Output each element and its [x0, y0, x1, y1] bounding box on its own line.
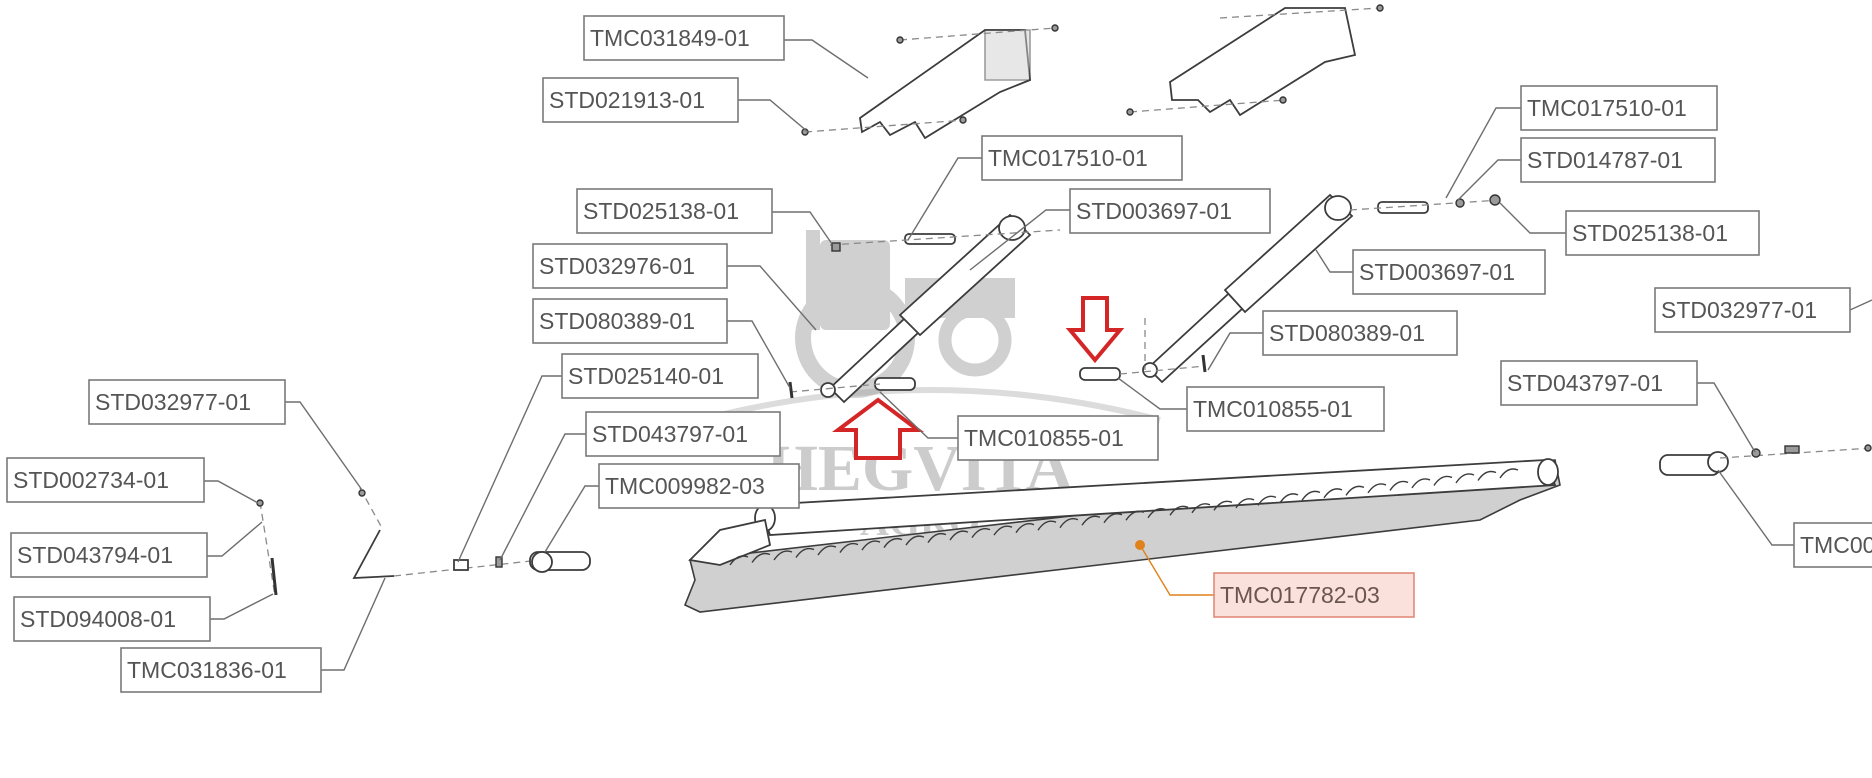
part-number: STD032977-01: [95, 389, 251, 415]
part-label-box: [981, 135, 1183, 181]
part-label-tmc009982: TMC009982-03: [598, 463, 800, 509]
part-label-box: [1069, 188, 1271, 234]
part-label-std043794: STD043794-01: [10, 532, 208, 578]
part-number: STD080389-01: [1269, 320, 1425, 346]
part-labels: TMC031849-01STD021913-01TMC017510-01STD0…: [6, 15, 1872, 693]
part-number: STD043794-01: [17, 542, 173, 568]
part-number: TMC031849-01: [590, 25, 750, 51]
part-number: TMC031836-01: [127, 657, 287, 683]
part-number: STD003697-01: [1359, 259, 1515, 285]
part-number: STD025140-01: [568, 363, 724, 389]
part-number: STD014787-01: [1527, 147, 1683, 173]
pin-left: [788, 377, 916, 399]
part-label-box: [1262, 310, 1458, 356]
part-label-box: [1186, 386, 1385, 432]
top-cover-right: [1126, 4, 1384, 117]
part-label-std003697-left: STD003697-01: [1069, 188, 1271, 234]
part-label-tmc010855-left: TMC010855-01: [957, 415, 1159, 461]
part-label-box: [6, 457, 205, 503]
part-number: STD043797-01: [592, 421, 748, 447]
part-label-box: [1520, 85, 1718, 131]
part-label-box: [957, 415, 1159, 461]
part-label-box: [13, 596, 211, 642]
part-number: STD080389-01: [539, 308, 695, 334]
part-number: STD025138-01: [1572, 220, 1728, 246]
part-label-box: [10, 532, 208, 578]
part-number: STD025138-01: [583, 198, 739, 224]
leader-lines: [204, 39, 1872, 671]
part-number: TMC009982-03: [605, 473, 765, 499]
part-label-tmc017510-right: TMC017510-01: [1520, 85, 1718, 131]
part-number: TMC010855-01: [964, 425, 1124, 451]
part-label-tmc031836: TMC031836-01: [120, 647, 322, 693]
part-label-std025138-left: STD025138-01: [576, 188, 773, 234]
part-label-std032977-left: STD032977-01: [88, 379, 286, 425]
hydraulic-cylinder-right: [1142, 193, 1501, 384]
part-label-box: [598, 463, 800, 509]
part-label-box: [88, 379, 286, 425]
part-number: TMC017510-01: [1527, 95, 1687, 121]
part-label-box: [542, 77, 739, 123]
part-label-std094008: STD094008-01: [13, 596, 211, 642]
part-label-box: [1213, 572, 1415, 618]
part-number: STD032977-01: [1661, 297, 1817, 323]
part-number: STD094008-01: [20, 606, 176, 632]
part-number: TMC017510-01: [988, 145, 1148, 171]
part-label-box: [120, 647, 322, 693]
part-label-box: [532, 298, 728, 344]
part-number: STD003697-01: [1076, 198, 1232, 224]
red-arrow-down: [1065, 296, 1125, 364]
part-label-box: [1793, 522, 1872, 568]
part-label-std043797-left: STD043797-01: [585, 411, 781, 457]
part-label-std043797-right: STD043797-01: [1500, 360, 1698, 406]
red-arrow-up: [832, 397, 924, 460]
part-number: TMC010855-01: [1193, 396, 1353, 422]
part-label-box: [1352, 249, 1546, 295]
part-label-box: [583, 15, 785, 61]
part-number: STD021913-01: [549, 87, 705, 113]
part-label-std032977-right: STD032977-01: [1654, 287, 1851, 333]
part-label-std021913: STD021913-01: [542, 77, 739, 123]
part-label-tmc017782: TMC017782-03: [1213, 572, 1415, 618]
part-label-tmc00-right: TMC00: [1793, 522, 1872, 568]
part-label-std080389-left: STD080389-01: [532, 298, 728, 344]
part-label-std032976: STD032976-01: [532, 243, 728, 289]
watermark-swoosh: [699, 387, 1161, 423]
part-label-std025138-right: STD025138-01: [1565, 210, 1760, 256]
right-linkage-assembly: [1659, 444, 1872, 476]
top-cover-left: [801, 24, 1059, 140]
part-label-std014787: STD014787-01: [1520, 137, 1716, 183]
part-label-tmc017510-left: TMC017510-01: [981, 135, 1183, 181]
left-linkage-assembly: [256, 487, 591, 597]
part-label-box: [576, 188, 773, 234]
part-label-box: [1520, 137, 1716, 183]
part-number: STD002734-01: [13, 467, 169, 493]
part-label-box: [561, 353, 759, 399]
part-number: STD043797-01: [1507, 370, 1663, 396]
part-label-tmc010855-right: TMC010855-01: [1186, 386, 1385, 432]
part-label-std002734: STD002734-01: [6, 457, 205, 503]
part-label-std080389-right: STD080389-01: [1262, 310, 1458, 356]
main-cutter-bar: [683, 458, 1561, 613]
part-number: TMC00: [1800, 532, 1872, 558]
part-label-box: [1565, 210, 1760, 256]
part-label-box: [1500, 360, 1698, 406]
part-label-box: [585, 411, 781, 457]
part-label-box: [532, 243, 728, 289]
part-label-box: [1654, 287, 1851, 333]
part-number: STD032976-01: [539, 253, 695, 279]
pin-right: [1079, 318, 1207, 381]
part-label-std025140: STD025140-01: [561, 353, 759, 399]
part-number: TMC017782-03: [1220, 582, 1380, 608]
part-label-std003697-right: STD003697-01: [1352, 249, 1546, 295]
part-label-tmc031849: TMC031849-01: [583, 15, 785, 61]
